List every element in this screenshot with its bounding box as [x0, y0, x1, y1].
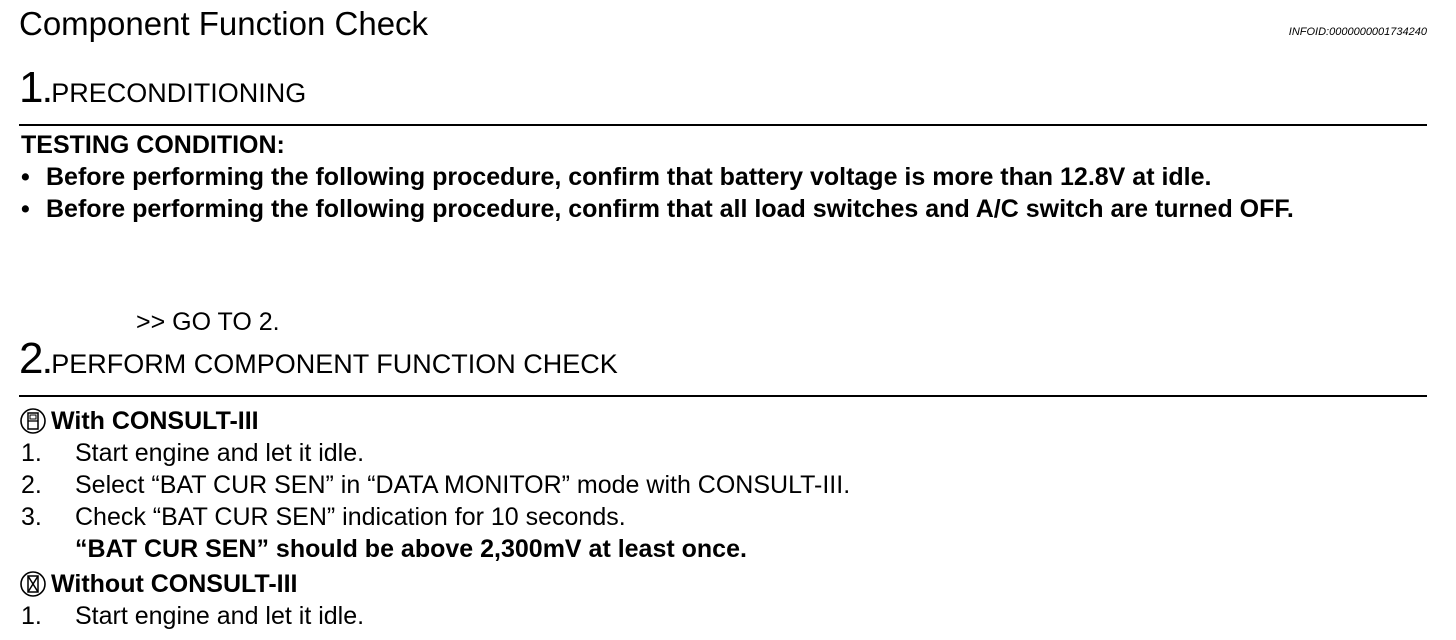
- with-consult-label: With CONSULT-III: [51, 407, 259, 435]
- step2-heading: 2.PERFORM COMPONENT FUNCTION CHECK: [19, 335, 618, 393]
- step-text: Check “BAT CUR SEN” indication for 10 se…: [75, 503, 626, 531]
- spec-requirement: “BAT CUR SEN” should be above 2,300mV at…: [75, 535, 747, 563]
- step-text: Select “BAT CUR SEN” in “DATA MONITOR” m…: [75, 471, 851, 499]
- info-id: INFOID:0000000001734240: [1288, 26, 1427, 38]
- procedure-step: 2. Select “BAT CUR SEN” in “DATA MONITOR…: [21, 469, 850, 501]
- step1-number: 1: [19, 63, 44, 112]
- with-consult-heading: With CONSULT-III: [19, 405, 259, 437]
- procedure-step: 3. Check “BAT CUR SEN” indication for 10…: [21, 501, 626, 533]
- page-title: Component Function Check: [19, 5, 429, 42]
- bullet-mark: •: [21, 163, 30, 191]
- condition-bullet: • Before performing the following proced…: [21, 161, 1431, 193]
- testing-condition-label: TESTING CONDITION:: [21, 131, 285, 159]
- step-number: 2.: [21, 471, 42, 499]
- without-consult-heading: Without CONSULT-III: [19, 568, 297, 600]
- without-consult-label: Without CONSULT-III: [51, 570, 298, 598]
- step-number: 3.: [21, 503, 42, 531]
- step1-dot: .: [43, 77, 52, 108]
- bullet-mark: •: [21, 195, 30, 223]
- consult-tool-icon: [19, 407, 47, 435]
- step-number: 1.: [21, 602, 42, 630]
- step2-title: PERFORM COMPONENT FUNCTION CHECK: [51, 349, 618, 379]
- step-text: Start engine and let it idle.: [75, 602, 365, 630]
- step1-divider: [19, 124, 1427, 126]
- step2-dot: .: [43, 348, 52, 379]
- step-text: Start engine and let it idle.: [75, 439, 365, 467]
- step2-number: 2: [19, 334, 44, 383]
- step-number: 1.: [21, 439, 42, 467]
- condition-bullet: • Before performing the following proced…: [21, 193, 1431, 225]
- procedure-step: 1. Start engine and let it idle.: [21, 437, 364, 469]
- bullet-text: Before performing the following procedur…: [46, 195, 1294, 223]
- goto-step2: >> GO TO 2.: [136, 308, 280, 336]
- step2-divider: [19, 395, 1427, 397]
- bullet-text: Before performing the following procedur…: [46, 163, 1212, 191]
- step1-heading: 1.PRECONDITIONING: [19, 64, 306, 122]
- step1-title: PRECONDITIONING: [51, 78, 307, 108]
- no-consult-icon: [19, 570, 47, 598]
- procedure-step: 1. Start engine and let it idle.: [21, 600, 364, 632]
